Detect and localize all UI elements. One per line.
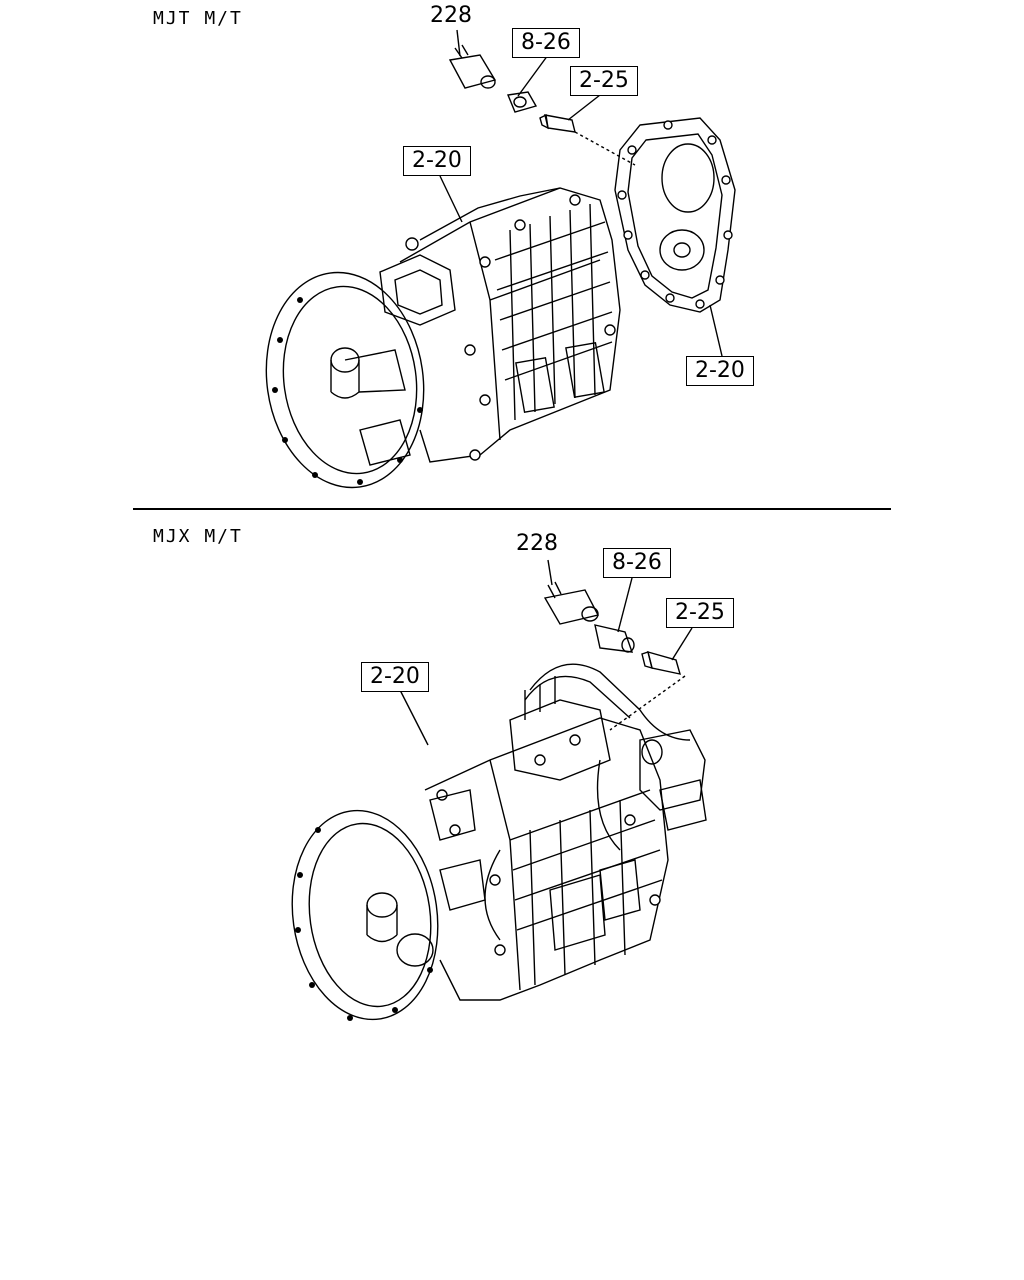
callout-2-25-bottom: 2-25 (666, 598, 734, 628)
mjx-small-parts-drawing (545, 582, 685, 730)
callout-2-25-top: 2-25 (570, 66, 638, 96)
callout-2-20-case-bottom: 2-20 (361, 662, 429, 692)
callout-228-top: 228 (430, 3, 472, 28)
section-label-mjx: MJX M/T (153, 526, 243, 547)
section-divider (133, 508, 891, 510)
callout-2-20-case-top: 2-20 (403, 146, 471, 176)
callout-8-26-top: 8-26 (512, 28, 580, 58)
mjt-transmission-drawing (253, 188, 620, 498)
mjt-leader-lines (440, 30, 722, 356)
callout-8-26-bottom: 8-26 (603, 548, 671, 578)
mjx-transmission-drawing (279, 664, 706, 1021)
callout-228-bottom: 228 (516, 531, 558, 556)
callout-2-20-cover-top: 2-20 (686, 356, 754, 386)
section-label-mjt: MJT M/T (153, 8, 243, 29)
mjt-small-parts-drawing (450, 45, 635, 165)
mjx-leader-lines (400, 560, 692, 745)
mjt-rear-cover-drawing (615, 118, 735, 312)
